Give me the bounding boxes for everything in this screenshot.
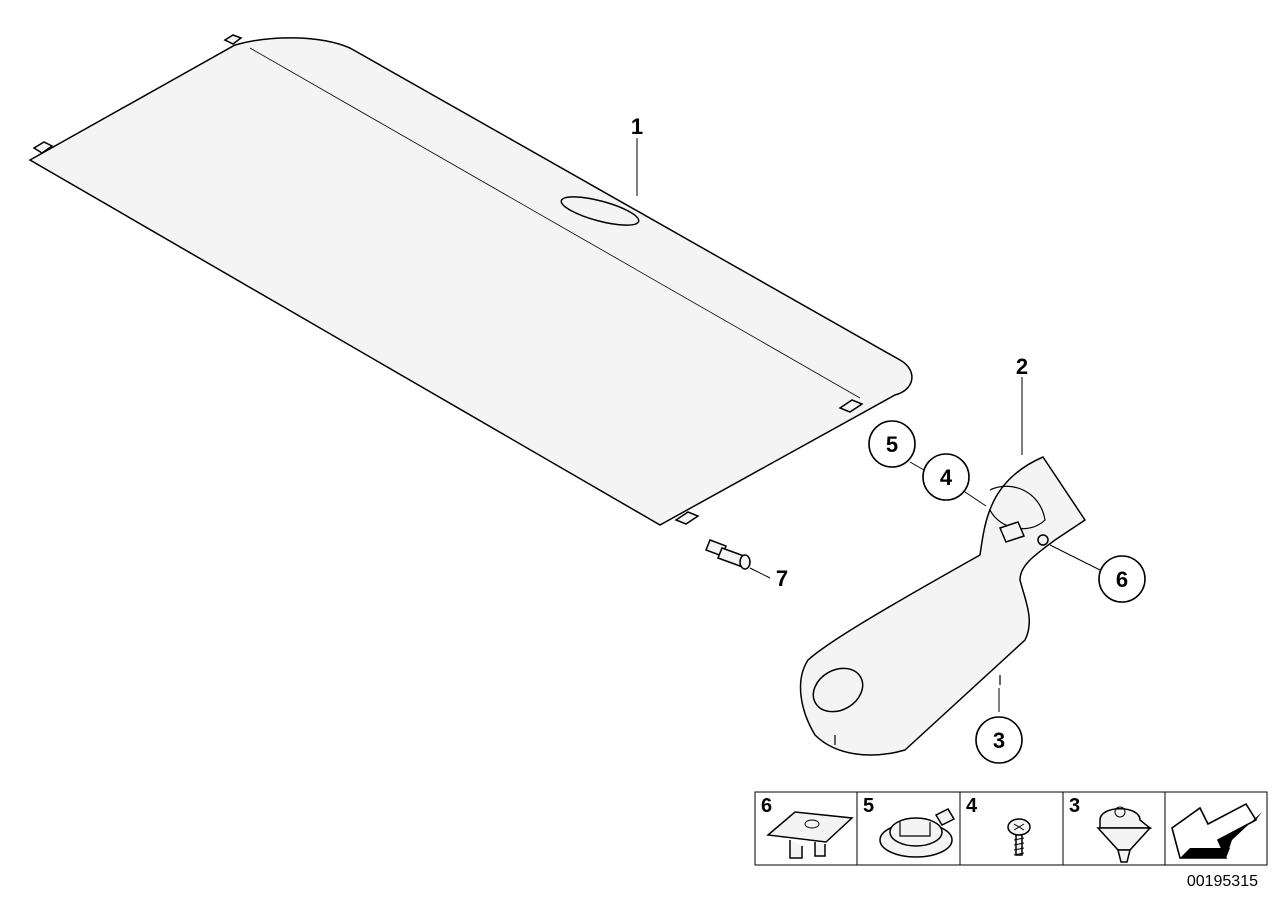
callout-4[interactable]: 4 bbox=[922, 453, 970, 501]
drawing-number: 00195315 bbox=[1187, 873, 1258, 890]
legend-label-6: 6 bbox=[761, 795, 772, 817]
part-7-clip[interactable] bbox=[705, 539, 751, 570]
callout-5-label: 5 bbox=[886, 432, 898, 457]
direction-arrow-icon bbox=[1171, 802, 1262, 859]
leader-lines bbox=[636, 138, 1101, 712]
callout-2[interactable]: 2 bbox=[1016, 354, 1028, 379]
callout-1[interactable]: 1 bbox=[631, 114, 643, 139]
legend-label-4: 4 bbox=[966, 795, 978, 817]
legend-label-3: 3 bbox=[1069, 795, 1080, 817]
callout-2-label: 2 bbox=[1016, 354, 1028, 379]
part-2-3-trim-panel[interactable] bbox=[799, 456, 1087, 756]
part-1-cover-panel[interactable] bbox=[28, 34, 913, 526]
parts-legend: 6 5 4 3 bbox=[754, 791, 1268, 866]
expanding-rivet-icon bbox=[1096, 806, 1153, 863]
callout-3[interactable]: 3 bbox=[975, 716, 1023, 764]
callout-1-label: 1 bbox=[631, 114, 643, 139]
callout-4-label: 4 bbox=[940, 465, 953, 490]
callout-7-label: 7 bbox=[776, 566, 788, 591]
screw-icon bbox=[1007, 818, 1031, 856]
callout-5[interactable]: 5 bbox=[868, 420, 916, 468]
grommet-icon bbox=[879, 808, 956, 858]
nut-clip-icon bbox=[766, 811, 854, 859]
callout-6[interactable]: 6 bbox=[1098, 555, 1146, 603]
callout-3-label: 3 bbox=[993, 728, 1005, 753]
callout-7[interactable]: 7 bbox=[776, 566, 788, 591]
callout-6-label: 6 bbox=[1116, 567, 1128, 592]
legend-label-5: 5 bbox=[863, 795, 874, 817]
